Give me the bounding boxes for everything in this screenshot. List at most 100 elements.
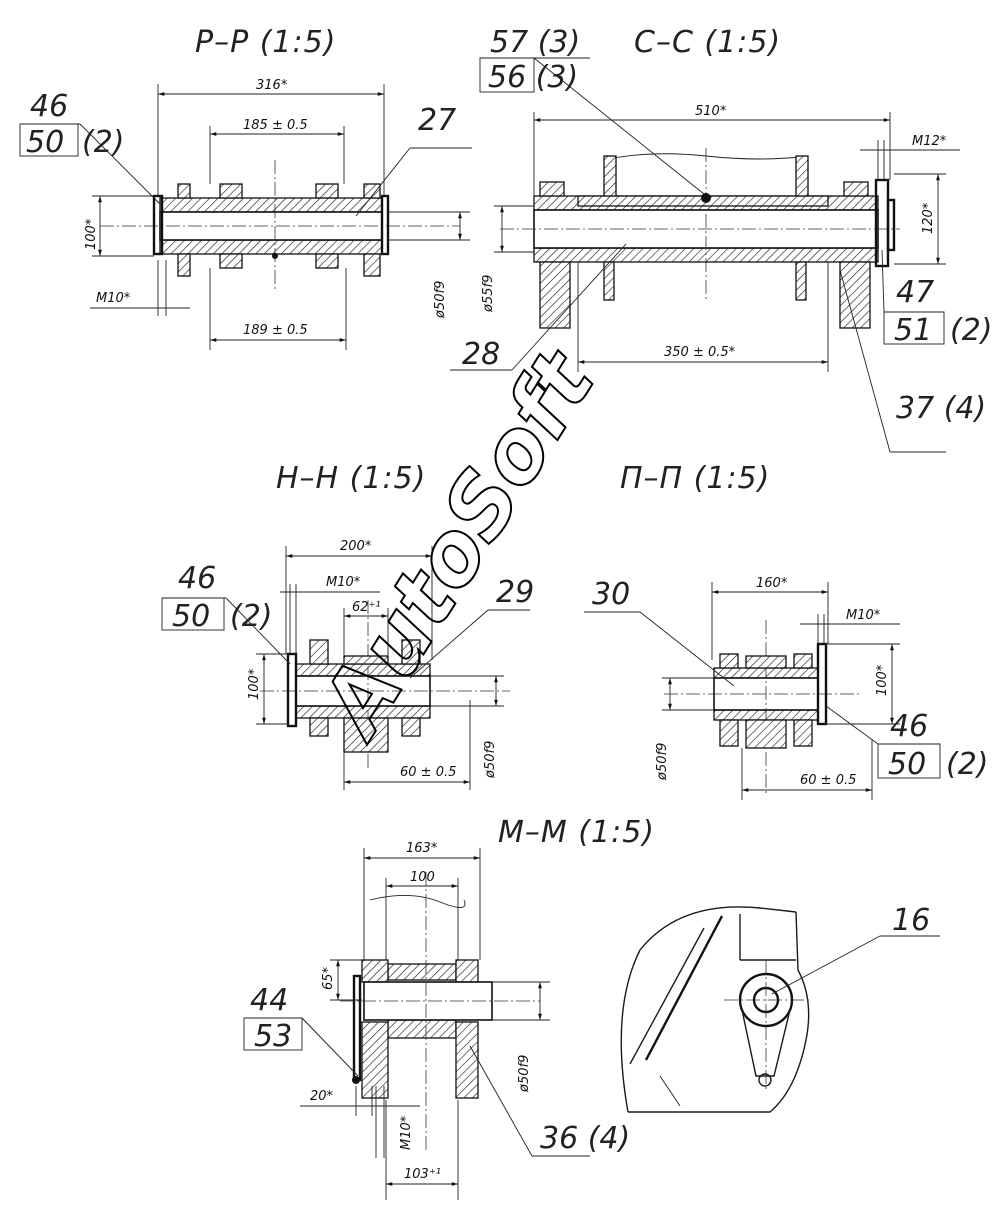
callout-57: 57 (3) [490, 25, 580, 60]
pp-dim-bottom: 189 ± 0.5 [243, 323, 308, 338]
nn-end-plate [286, 652, 298, 728]
section-mm-title: М–М (1:5) [498, 815, 655, 850]
callout-28: 28 [462, 337, 500, 372]
ppi-lug-1 [719, 653, 739, 669]
pp-bracket-6 [315, 253, 339, 269]
callout-50-box-pp [19, 123, 79, 157]
cc-dim-bottom: 350 ± 0.5* [664, 345, 736, 360]
pp-dim-bolt: M10* [96, 291, 131, 306]
ppi-dim-dia: ø50f9 [655, 743, 670, 781]
mm-dim-bolt: M10* [399, 1115, 414, 1150]
callout-50-nn: 50 [172, 599, 210, 634]
pp-weld-dot [272, 253, 278, 259]
ppi-end-plate [816, 642, 828, 726]
lever-outline-left [620, 906, 797, 1113]
mm-dim-total: 163* [406, 841, 438, 856]
lever-edge [644, 915, 724, 1061]
callout-50-box-nn [161, 597, 225, 631]
callout-29: 29 [496, 575, 534, 610]
callout-16: 16 [892, 903, 930, 938]
section-pp: Р–Р (1:5) 316* 185 ± 0.5 189 ± 0.5 [19, 25, 472, 350]
cc-end-washer [886, 198, 896, 252]
mm-dim-bottom: 103⁺¹ [404, 1167, 441, 1182]
section-ppi: П–П (1:5) 160* M10* 100* ø50f9 60 ± 0.5 … [584, 461, 989, 800]
cc-support-right [839, 261, 871, 329]
mm-dim-inner: 100 [410, 870, 435, 885]
cc-support-left [539, 261, 571, 329]
mm-dim-left: 20* [310, 1089, 334, 1104]
callout-44: 44 [250, 983, 288, 1018]
nn-lug-3 [401, 639, 421, 665]
callout-50-box-ppi [877, 743, 941, 779]
ppi-dim-bolt: M10* [846, 608, 881, 623]
pp-bracket-5 [315, 183, 339, 199]
callout-56-box [479, 57, 535, 93]
callout-50-ppi: 50 [888, 747, 926, 782]
mm-plate-top-right [455, 959, 479, 983]
nn-dim-total: 200* [340, 539, 372, 554]
pp-dim-total: 316* [256, 78, 288, 93]
cc-break-line-top [603, 153, 809, 161]
lever-corner-line [659, 1075, 681, 1107]
nn-sleeve-top [343, 655, 389, 665]
pp-bracket-4 [219, 253, 243, 269]
callout-46-ppi: 46 [890, 709, 928, 744]
ppi-sleeve-bottom [745, 719, 787, 749]
ppi-lug-2 [719, 719, 739, 747]
mm-plate-bottom-right [455, 1021, 479, 1099]
nn-lug-2 [309, 717, 329, 737]
mm-retainer-plate [352, 974, 362, 1082]
mm-sleeve-top [387, 963, 457, 981]
cc-flange-left-bottom [603, 261, 615, 301]
section-ppi-title: П–П (1:5) [620, 461, 770, 496]
callout-50-count-nn: (2) [230, 599, 273, 634]
mm-dim-small: 65* [321, 966, 336, 990]
nn-lug-4 [401, 717, 421, 737]
section-cc-title: С–С (1:5) [634, 25, 781, 60]
nn-sleeve-bottom [343, 717, 389, 753]
mm-dim-dia: ø50f9 [517, 1055, 532, 1093]
cc-flange-right-bottom [795, 261, 807, 301]
pp-right-end-plate [380, 194, 390, 256]
callout-50-count-pp: (2) [82, 125, 125, 160]
pp-dim-top: 185 ± 0.5 [243, 118, 308, 133]
callout-46-nn: 46 [178, 561, 216, 596]
mm-plate-bottom-left [361, 1021, 389, 1099]
section-mm: М–М (1:5) 163* 100 65* ø50f9 20* [243, 815, 655, 1200]
pp-bracket-2 [177, 253, 191, 277]
section-cc: С–С (1:5) 510* M12* 120* ø55f [450, 25, 993, 453]
mm-plate-top-left [361, 959, 389, 983]
callout-47: 47 [896, 275, 934, 310]
callout-36: 36 (4) [540, 1121, 630, 1156]
callout-50-pp: 50 [26, 125, 64, 160]
pp-shaft-bottom-wall [159, 239, 383, 255]
callout-53-box [243, 1017, 303, 1051]
lever-lower-bolt [758, 1073, 772, 1087]
ppi-dim-bottom: 60 ± 0.5 [800, 773, 856, 788]
nn-dim-height: 100* [247, 668, 262, 700]
section-nn: Н–Н (1:5) 200* M10* 62⁺¹ 100* 60 ± 0.5 [161, 461, 534, 790]
callout-53: 53 [254, 1019, 292, 1054]
lever-view: 16 [620, 903, 940, 1113]
callout-51-box [883, 311, 945, 345]
cc-dim-bolt: M12* [912, 134, 947, 149]
callout-27: 27 [418, 103, 456, 138]
nn-lug-1 [309, 639, 329, 665]
section-nn-title: Н–Н (1:5) [276, 461, 426, 496]
pp-bracket-8 [363, 253, 381, 277]
lever-edge-inner [629, 927, 705, 1065]
cc-weld-dot [701, 193, 711, 203]
cc-flange-right-top [795, 155, 809, 197]
ppi-lug-4 [793, 719, 813, 747]
callout-30: 30 [592, 577, 630, 612]
pp-dim-dia: ø50f9 [433, 281, 448, 319]
ppi-dim-total: 160* [756, 576, 788, 591]
cc-bracket-1 [539, 181, 565, 197]
nn-dim-bottom: 60 ± 0.5 [400, 765, 456, 780]
cc-flange-left-top [603, 155, 617, 197]
pp-bracket-7 [363, 183, 381, 199]
ppi-dim-height: 100* [875, 664, 890, 696]
callout-50-count-ppi: (2) [946, 747, 989, 782]
pp-left-end-plate [152, 194, 164, 256]
